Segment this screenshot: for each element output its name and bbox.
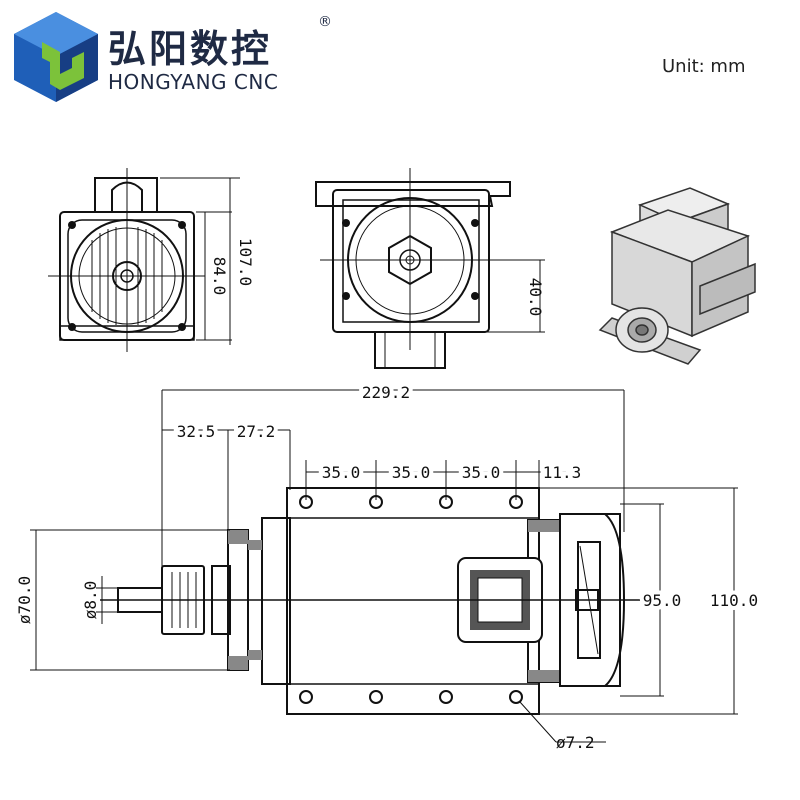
dim-front-offset: 40.0 bbox=[526, 278, 545, 317]
dim-hole-pitch-3: 35.0 bbox=[462, 463, 501, 482]
brand-name-english: HONGYANG CNC bbox=[108, 70, 279, 94]
unit-label: Unit: mm bbox=[662, 56, 746, 77]
front-view: 40.0 bbox=[315, 168, 545, 369]
dim-overall-length: 229.2 bbox=[362, 383, 410, 402]
registered-trademark: ® bbox=[318, 14, 332, 30]
dim-hole-pitch-1: 35.0 bbox=[322, 463, 361, 482]
dim-front-offset-2: 27.2 bbox=[237, 422, 276, 441]
dim-hole-end-offset: 11.3 bbox=[543, 463, 582, 482]
dim-front-offset-1: 32.5 bbox=[177, 422, 216, 441]
side-view: 229.2 32.5 27.2 35.0 35.0 35.0 11.3 bbox=[15, 379, 762, 752]
hongyang-logo bbox=[14, 12, 98, 102]
dim-end-height-inner: 84.0 bbox=[210, 257, 229, 296]
dim-body-diameter: ø70.0 bbox=[15, 576, 34, 624]
dim-outer-height: 110.0 bbox=[710, 591, 758, 610]
dim-inner-height: 95.0 bbox=[643, 591, 682, 610]
isometric-view bbox=[598, 187, 756, 365]
brand-name-chinese: 弘阳数控 bbox=[108, 27, 273, 71]
dim-mount-hole-diameter: ø7.2 bbox=[556, 733, 595, 752]
end-view: 84.0 107.0 bbox=[48, 168, 255, 352]
dim-hole-pitch-2: 35.0 bbox=[392, 463, 431, 482]
dim-shaft-diameter: ø8.0 bbox=[81, 581, 100, 620]
dim-end-height-outer: 107.0 bbox=[236, 238, 255, 286]
